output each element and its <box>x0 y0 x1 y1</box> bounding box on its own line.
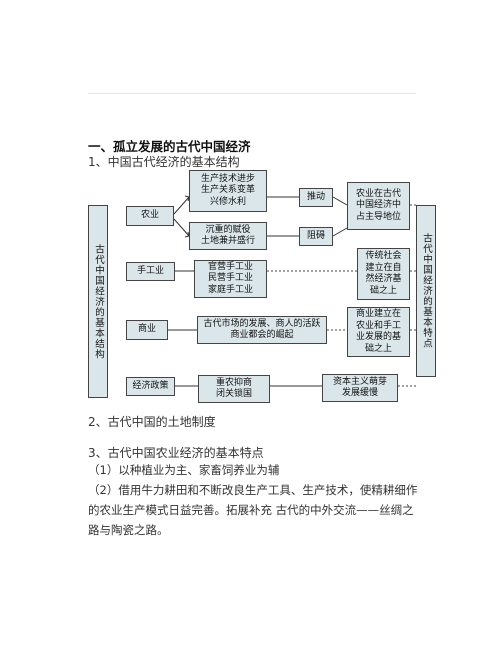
connector-line <box>332 196 348 206</box>
economic-features-label: 古代中国经济的基本特点 <box>416 205 436 377</box>
category-economic-policy: 经济政策 <box>126 377 175 396</box>
hinder-box: 阻碍 <box>299 227 333 246</box>
capitalism-sprout-box: 资本主义萌芽 发展缓慢 <box>322 374 398 402</box>
commerce-development-box: 古代市场的发展、商人的活跃 商业都会的崛起 <box>197 316 327 344</box>
category-agriculture: 农业 <box>126 206 174 226</box>
subheading-economic-structure: 1、中国古代经济的基本结构 <box>88 155 240 169</box>
agri-burden-box: 沉重的赋役 土地兼并盛行 <box>189 222 267 250</box>
category-handicraft: 手工业 <box>126 262 175 281</box>
natural-economy-box: 传统社会 建立在自 然经济基 础之上 <box>357 248 410 300</box>
category-commerce: 商业 <box>126 320 168 340</box>
promote-box: 推动 <box>299 188 333 207</box>
section-heading: 一、孤立发展的古代中国经济 <box>88 139 251 154</box>
connector-arrow <box>173 218 190 237</box>
agri-technology-box: 生产技术进步 生产关系变革 兴修水利 <box>189 170 267 212</box>
agri-dominant-box: 农业在古代 中国经济中 占主导地位 <box>347 182 410 230</box>
handicraft-types-box: 官营手工业 民营手工业 家庭手工业 <box>194 260 267 298</box>
subheading-agriculture-features: 3、古代中国农业经济的基本特点 <box>88 446 264 460</box>
point-2: （2）借用牛力耕田和不断改良生产工具、生产技术，使精耕细作的农业生产模式日益完善… <box>88 483 418 537</box>
connector-line <box>332 227 348 237</box>
connector-arrow <box>173 196 190 215</box>
top-divider <box>88 93 416 94</box>
policy-detail-box: 重农抑商 闭关锁国 <box>198 375 270 403</box>
point-1: （1）以种植业为主、家畜饲养业为辅 <box>88 463 280 477</box>
subheading-land-system: 2、古代中国的土地制度 <box>88 415 216 429</box>
economic-structure-label: 古代中国经济的基本结构 <box>88 205 108 398</box>
commerce-basis-box: 商业建立在 农业和手工 业发展的基 础之上 <box>347 307 410 357</box>
